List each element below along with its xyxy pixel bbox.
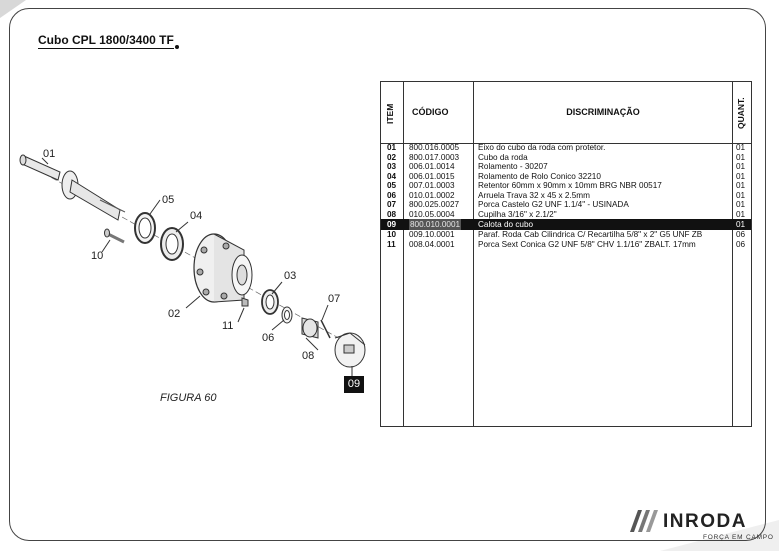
row-item: 02: [387, 152, 397, 162]
row-codigo: 800.025.0027: [409, 200, 460, 209]
row-quantity: 01: [736, 152, 746, 162]
row-description: Porca Castelo G2 UNF 1.1/4" - USINADA: [478, 200, 629, 209]
table-row: 07 800.025.0027 Porca Castelo G2 UNF 1.1…: [381, 200, 751, 210]
row-codigo: 008.04.0001: [409, 239, 455, 249]
table-header: ITEM CÓDIGO DISCRIMINAÇÃO QUANT.: [381, 82, 751, 144]
row-item: 04: [387, 171, 397, 181]
row-quantity: 01: [736, 200, 746, 209]
table-row: 02 800.017.0003 Cubo da roda 01: [381, 153, 751, 163]
row-codigo: 800.010.0001: [409, 219, 462, 230]
table-row: 11 008.04.0001 Porca Sext Conica G2 UNF …: [381, 240, 751, 250]
callout-07: 07: [328, 293, 341, 305]
table-row-highlighted: 09 800.010.0001 Calota do cubo 01: [381, 219, 751, 230]
callout-09-badge: 09: [344, 376, 364, 393]
header-discriminacao: DISCRIMINAÇÃO: [566, 107, 640, 117]
callout-01: 01: [43, 148, 56, 160]
row-quantity: 01: [736, 143, 746, 152]
title-dot: [175, 45, 179, 49]
row-item: 03: [387, 162, 397, 171]
row-codigo: 007.01.0003: [409, 181, 455, 190]
row-quantity: 01: [736, 181, 746, 190]
row-codigo: 800.016.0005: [409, 143, 460, 152]
row-item: 05: [387, 181, 397, 190]
callout-10: 10: [91, 250, 104, 262]
header-codigo: CÓDIGO: [412, 107, 449, 117]
row-description: Arruela Trava 32 x 45 x 2.5mm: [478, 190, 590, 200]
table-row: 01 800.016.0005 Eixo do cubo da roda com…: [381, 143, 751, 153]
parts-table: ITEM CÓDIGO DISCRIMINAÇÃO QUANT. 01 800.…: [380, 81, 752, 427]
brand-tagline: FORÇA EM CAMPO: [703, 534, 774, 541]
row-codigo: 006.01.0015: [409, 171, 455, 181]
row-codigo: 010.01.0002: [409, 190, 455, 200]
callout-08: 08: [302, 350, 315, 362]
callout-04: 04: [190, 210, 203, 222]
table-row: 10 009.10.0001 Paraf. Roda Cab Cilindric…: [381, 230, 751, 240]
callout-05: 05: [162, 194, 175, 206]
table-row: 06 010.01.0002 Arruela Trava 32 x 45 x 2…: [381, 191, 751, 201]
row-item: 10: [387, 230, 397, 239]
header-quant: QUANT.: [736, 97, 746, 129]
table-row: 04 006.01.0015 Rolamento de Rolo Conico …: [381, 172, 751, 182]
row-description: Retentor 60mm x 90mm x 10mm BRG NBR 0051…: [478, 181, 662, 190]
page-title: Cubo CPL 1800/3400 TF: [38, 33, 174, 49]
table-row: 08 010.05.0004 Cupilha 3/16" x 2.1/2" 01: [381, 210, 751, 220]
row-description: Eixo do cubo da roda com protetor.: [478, 143, 606, 152]
callout-03: 03: [284, 270, 297, 282]
row-quantity: 06: [736, 230, 746, 239]
row-codigo: 006.01.0014: [409, 162, 455, 171]
row-codigo: 009.10.0001: [409, 230, 455, 239]
row-item: 09: [387, 220, 397, 229]
callout-02: 02: [168, 308, 181, 320]
row-item: 08: [387, 209, 397, 219]
page-frame: [9, 8, 766, 541]
row-item: 01: [387, 143, 397, 152]
table-row: 03 006.01.0014 Rolamento - 30207 01: [381, 162, 751, 172]
row-item: 07: [387, 200, 397, 209]
brand-name: INRODA: [663, 511, 747, 532]
row-quantity: 01: [736, 190, 746, 200]
row-item: 06: [387, 190, 397, 200]
exploded-hub-drawing: [19, 154, 366, 376]
row-quantity: 01: [736, 162, 746, 171]
row-description: Porca Sext Conica G2 UNF 5/8" CHV 1.1/16…: [478, 239, 696, 249]
row-description: Rolamento - 30207: [478, 162, 548, 171]
inroda-logo-icon: [630, 510, 658, 532]
row-codigo: 010.05.0004: [409, 209, 455, 219]
row-quantity: 01: [736, 209, 746, 219]
callout-06: 06: [262, 332, 275, 344]
callout-11: 11: [222, 320, 234, 332]
row-description: Cubo da roda: [478, 152, 528, 162]
row-quantity: 06: [736, 239, 746, 249]
row-description: Rolamento de Rolo Conico 32210: [478, 171, 601, 181]
row-quantity: 01: [736, 220, 746, 229]
row-quantity: 01: [736, 171, 746, 181]
column-divider: [732, 82, 733, 426]
row-description: Cupilha 3/16" x 2.1/2": [478, 209, 557, 219]
row-description: Calota do cubo: [478, 220, 534, 229]
header-item: ITEM: [385, 103, 395, 125]
row-item: 11: [387, 239, 396, 249]
row-codigo: 800.017.0003: [409, 152, 460, 162]
column-divider: [473, 82, 474, 426]
figure-label: FIGURA 60: [160, 392, 217, 404]
column-divider: [403, 82, 404, 426]
table-row: 05 007.01.0003 Retentor 60mm x 90mm x 10…: [381, 181, 751, 191]
row-description: Paraf. Roda Cab Cilindrica C/ Recartilha…: [478, 230, 703, 239]
